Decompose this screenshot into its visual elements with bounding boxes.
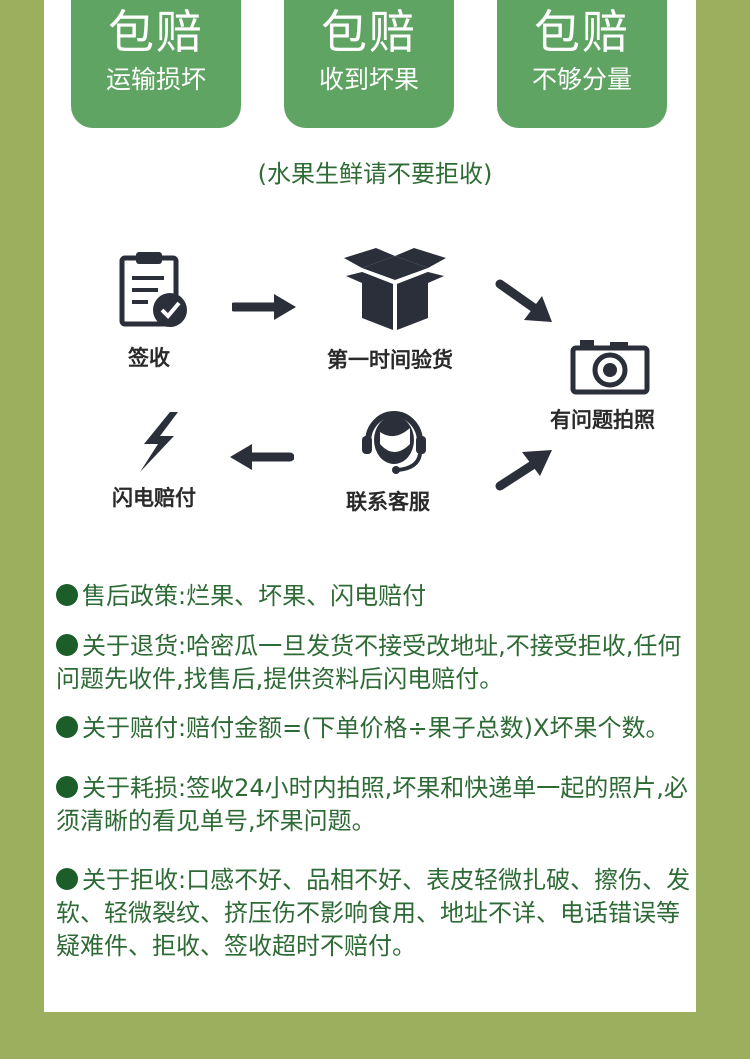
bullet-icon [56, 716, 78, 738]
bullet-icon [56, 776, 78, 798]
arrow-up-right-icon [495, 450, 552, 491]
badge-title: 包赔 [534, 5, 630, 59]
policy-text: 关于耗损:签收24小时内拍照,坏果和快递单一起的照片,必须清晰的看见单号,坏果问… [56, 774, 688, 835]
content-panel [44, 0, 696, 1012]
subtitle-notice: (水果生鲜请不要拒收) [257, 160, 493, 188]
policy-text: 关于拒收:口感不好、品相不好、表皮轻微扎破、擦伤、发软、轻微裂纹、挤压伤不影响食… [56, 866, 691, 960]
step-sign-label: 签收 [128, 346, 170, 370]
arrow-right-icon [232, 294, 296, 320]
bullet-icon [56, 634, 78, 656]
policy-text: 售后政策:烂果、坏果、闪电赔付 [82, 582, 427, 610]
badge-transport-damage: 包赔 运输损坏 [71, 0, 241, 128]
step-inspect-label: 第一时间验货 [327, 348, 453, 372]
badge-caption: 收到坏果 [318, 65, 419, 94]
badge-caption: 不够分量 [531, 65, 632, 94]
badge-title: 包赔 [321, 5, 417, 59]
package-box-icon [344, 248, 446, 330]
bullet-icon [56, 584, 78, 606]
bullet-icon [56, 868, 78, 890]
policy-returns: 关于退货:哈密瓜一旦发货不接受改地址,不接受拒收,任何问题先收件,找售后,提供资… [56, 630, 696, 696]
policy-compensation: 关于赔付:赔付金额=(下单价格÷果子总数)X坏果个数。 [56, 712, 696, 745]
step-photo-label: 有问题拍照 [550, 408, 655, 432]
arrow-left-icon [230, 444, 294, 470]
step-contact-label: 联系客服 [346, 490, 430, 514]
badge-bad-fruit: 包赔 收到坏果 [284, 0, 454, 128]
camera-icon [570, 340, 650, 395]
policy-refusal: 关于拒收:口感不好、品相不好、表皮轻微扎破、擦伤、发软、轻微裂纹、挤压伤不影响食… [56, 864, 696, 963]
arrow-down-right-icon [495, 279, 552, 322]
policy-after-sales: 售后政策:烂果、坏果、闪电赔付 [56, 580, 696, 613]
badge-short-weight: 包赔 不够分量 [497, 0, 667, 128]
badge-title: 包赔 [108, 5, 204, 59]
policy-text: 关于退货:哈密瓜一旦发货不接受改地址,不接受拒收,任何问题先收件,找售后,提供资… [56, 632, 682, 693]
step-compensate-label: 闪电赔付 [112, 486, 196, 510]
policy-loss: 关于耗损:签收24小时内拍照,坏果和快递单一起的照片,必须清晰的看见单号,坏果问… [56, 772, 696, 838]
clipboard-check-icon [119, 252, 187, 327]
policy-text: 关于赔付:赔付金额=(下单价格÷果子总数)X坏果个数。 [82, 714, 670, 742]
badge-caption: 运输损坏 [105, 65, 206, 94]
lightning-bolt-icon [140, 412, 178, 472]
customer-service-headset-icon [362, 411, 426, 474]
